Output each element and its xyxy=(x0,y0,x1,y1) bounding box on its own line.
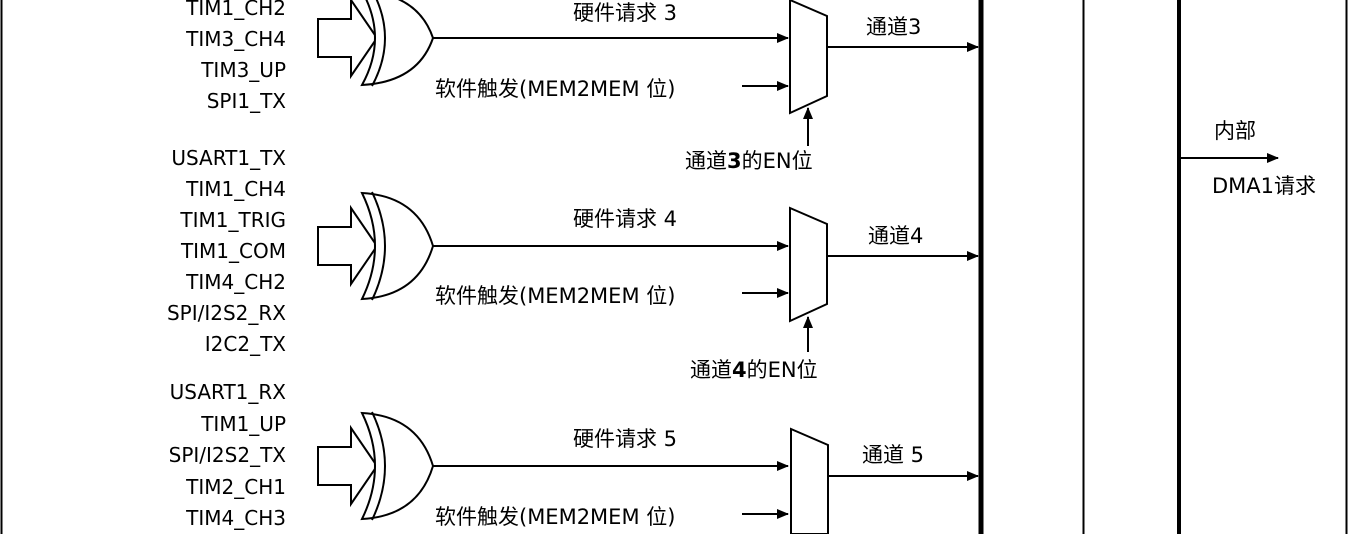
sw-trigger-label: 软件触发(MEM2MEM 位) xyxy=(435,505,675,529)
internal-label: 内部 xyxy=(1214,119,1256,143)
sw-trigger-label: 软件触发(MEM2MEM 位) xyxy=(435,77,675,101)
signal-label: TIM1_UP xyxy=(200,412,286,436)
or-gate-back-curve xyxy=(371,0,386,87)
signal-label: TIM4_CH2 xyxy=(185,270,286,294)
channel-4-group: USART1_TX TIM1_CH4 TIM1_TRIG TIM1_COM TI… xyxy=(167,146,979,382)
or-gate-icon xyxy=(360,0,435,87)
signal-label: TIM2_CH1 xyxy=(185,475,286,499)
en-bit-label: 通道4的EN位 xyxy=(690,358,818,382)
sw-trigger-label: 软件触发(MEM2MEM 位) xyxy=(435,284,675,308)
signal-label: I2C2_TX xyxy=(205,332,287,356)
or-gate-icon xyxy=(360,191,435,301)
signal-label: SPI1_TX xyxy=(207,89,287,113)
channel-3-group: TIM1_CH2 TIM3_CH4 TIM3_UP SPI1_TX 硬件请求 3… xyxy=(185,0,979,173)
or-gate-icon xyxy=(360,411,435,521)
signal-label: USART1_TX xyxy=(171,146,286,170)
channel-label: 通道3 xyxy=(866,15,921,39)
input-arrow-icon xyxy=(317,424,379,508)
hw-request-label: 硬件请求 4 xyxy=(573,207,677,231)
hw-request-label: 硬件请求 5 xyxy=(573,427,677,451)
signal-label: TIM1_COM xyxy=(180,239,286,263)
signal-label: SPI/I2S2_TX xyxy=(169,443,287,467)
signal-label: TIM3_UP xyxy=(200,58,286,82)
signal-label: USART1_RX xyxy=(170,380,287,404)
signal-label: TIM3_CH4 xyxy=(185,27,286,51)
channel-mux-icon xyxy=(790,427,829,535)
input-arrow-icon xyxy=(317,204,379,288)
channel-5-group: USART1_RX TIM1_UP SPI/I2S2_TX TIM2_CH1 T… xyxy=(169,380,979,535)
hw-request-label: 硬件请求 3 xyxy=(573,1,677,25)
channel-label: 通道4 xyxy=(868,224,923,248)
signal-label: TIM1_CH4 xyxy=(185,177,286,201)
signal-label: TIM1_CH2 xyxy=(185,0,286,20)
en-bit-label: 通道3的EN位 xyxy=(685,149,813,173)
signal-label: TIM4_CH3 xyxy=(185,506,286,530)
or-gate-back-curve xyxy=(371,191,386,301)
signal-label: SPI/I2S2_RX xyxy=(167,301,286,325)
channel-label: 通道 5 xyxy=(862,443,924,467)
channel-mux-icon xyxy=(789,0,828,115)
input-arrow-icon xyxy=(317,0,379,80)
or-gate-back-curve xyxy=(371,411,386,521)
dma1-request-label: DMA1请求 xyxy=(1212,174,1316,198)
signal-label: TIM1_TRIG xyxy=(179,208,286,232)
channel-mux-icon xyxy=(789,206,828,323)
